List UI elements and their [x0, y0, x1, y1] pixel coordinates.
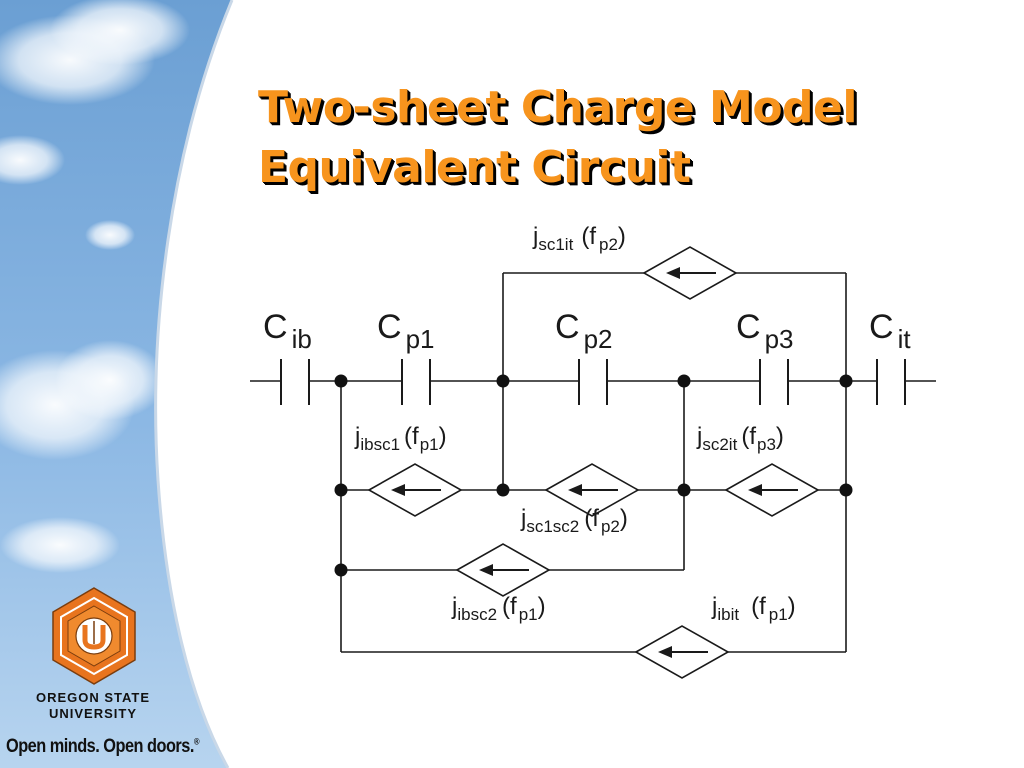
- capacitor-cp1-symbol: [401, 359, 431, 405]
- source-jibsc2-symbol: [455, 543, 551, 597]
- source-jsc2it-label: jsc2it(fp3): [696, 423, 784, 454]
- slide-title: Two-sheet Charge Model Equivalent Circui…: [258, 78, 857, 198]
- current-sources: [367, 246, 820, 679]
- junction-node: [334, 374, 348, 388]
- left-arrow-icon: [391, 484, 405, 496]
- left-arrow-icon: [748, 484, 762, 496]
- capacitor-cib-symbol: [280, 359, 310, 405]
- junction-node: [677, 483, 691, 497]
- source-jsc1sc2-symbol: [544, 463, 640, 517]
- source-jibsc1-label: jibsc1(fp1): [354, 423, 447, 454]
- junction-node: [496, 374, 510, 388]
- osu-tagline: Open minds. Open doors.®: [6, 736, 200, 758]
- junction-node: [677, 374, 691, 388]
- source-jibsc1-symbol: [367, 463, 463, 517]
- osu-name-line2: UNIVERSITY: [48, 706, 137, 721]
- osu-emblem-icon: [52, 587, 136, 685]
- trademark-symbol: ®: [193, 736, 200, 747]
- capacitor-cp3-symbol: [759, 359, 789, 405]
- junction-node: [496, 483, 510, 497]
- osu-name-line1: OREGON STATE: [35, 690, 151, 705]
- junction-node: [334, 563, 348, 577]
- osu-tagline-text: Open minds. Open doors.: [6, 736, 194, 757]
- source-jibit-symbol: [634, 625, 730, 679]
- capacitor-plates: [280, 359, 906, 405]
- junction-node: [839, 374, 853, 388]
- left-arrow-icon: [666, 267, 680, 279]
- junction-node: [334, 483, 348, 497]
- sky-panel-edge: [154, 0, 234, 768]
- capacitor-cit-symbol: [876, 359, 906, 405]
- junction-node: [839, 483, 853, 497]
- cloud-group: [0, 0, 190, 573]
- junction-nodes: [334, 374, 853, 577]
- slide-title-line1: Two-sheet Charge Model: [258, 82, 857, 133]
- source-jsc2it-symbol: [724, 463, 820, 517]
- left-arrow-icon: [568, 484, 582, 496]
- capacitor-cp2-symbol: [578, 359, 608, 405]
- left-arrow-icon: [479, 564, 493, 576]
- source-jsc1it-symbol: [642, 246, 738, 300]
- left-arrow-icon: [658, 646, 672, 658]
- slide-title-line2: Equivalent Circuit: [258, 142, 691, 193]
